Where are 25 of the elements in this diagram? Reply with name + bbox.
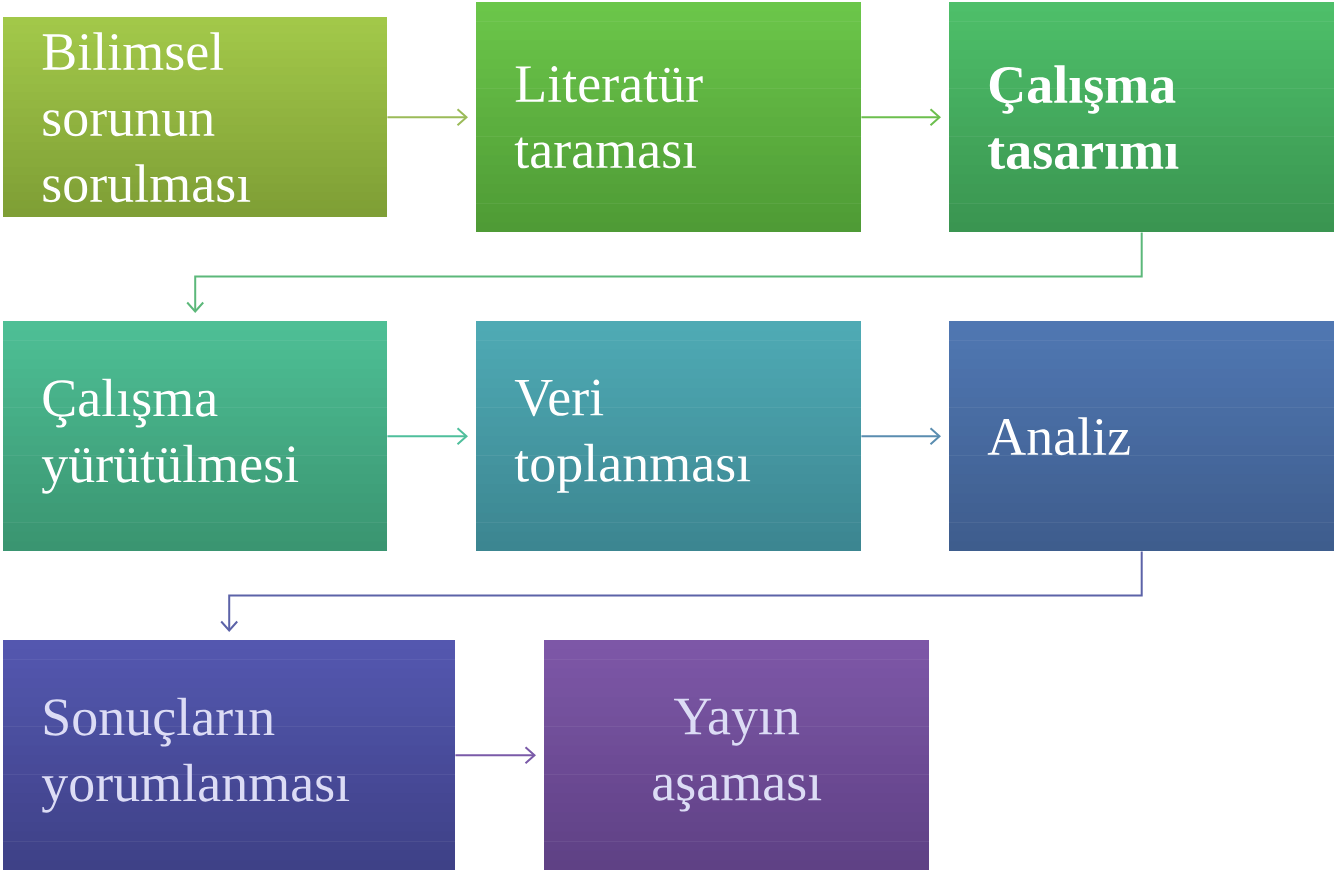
node-label: Bilimsel <box>42 32 224 71</box>
arrow <box>386 427 468 446</box>
process-box: Yayın aşaması <box>544 640 929 870</box>
node-label: Literatür taraması <box>514 66 703 169</box>
node-label: sorulması <box>43 164 251 203</box>
node-label: Çalışma tasarımı <box>988 65 1179 170</box>
arrow <box>860 108 941 127</box>
arrow <box>454 746 536 765</box>
process-box: Literatür taraması <box>476 2 861 232</box>
process-box: Sonuçların yorumlanması <box>3 640 455 870</box>
process-box: Bilimsel sorunun sorulması <box>3 17 387 217</box>
node-label: Analiz <box>987 417 1130 456</box>
node-label: Yayın aşaması <box>653 698 822 812</box>
process-box: Çalışma yürütülmesi <box>3 321 387 551</box>
node-label: sorunun <box>43 110 215 137</box>
arrow <box>186 231 1143 313</box>
process-box: Analiz <box>949 321 1334 551</box>
node-label: Çalışma yürütülmesi <box>41 378 299 494</box>
arrow <box>860 427 941 446</box>
arrow <box>220 550 1143 632</box>
node-label: Sonuçların yorumlanması <box>41 697 350 813</box>
process-box: Veri toplanması <box>476 321 861 551</box>
process-box: Çalışma tasarımı <box>949 2 1334 232</box>
arrow <box>386 108 468 127</box>
node-label: Veri toplanması <box>514 379 751 493</box>
